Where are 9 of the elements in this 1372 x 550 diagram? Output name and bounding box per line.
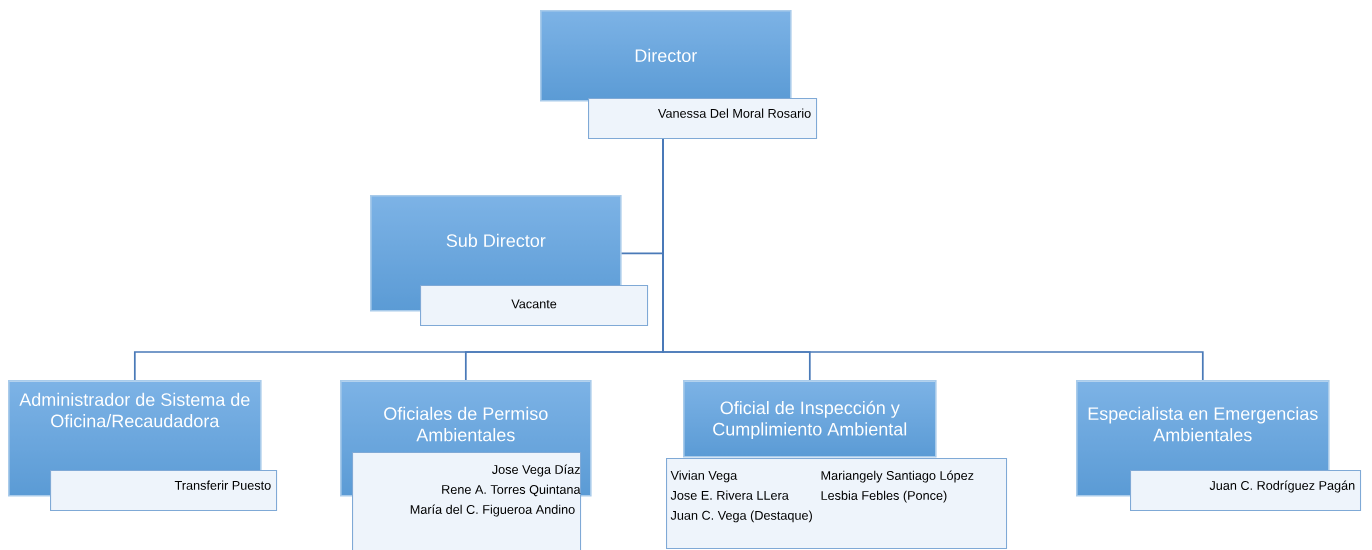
name-box: Vivian Vega Jose E. Rivera LLera Juan C. Vega (Destaque) Mariangely Santiago López Lesbia Febles (Ponce) <box>666 458 1008 550</box>
name-box: Vanessa Del Moral Rosario <box>588 98 818 140</box>
role-box: Oficial de Inspección y Cumplimiento Ambiental <box>683 380 937 458</box>
name-box: Transferir Puesto <box>50 470 278 512</box>
connector-line <box>662 138 1204 381</box>
name-box: Juan C. Rodríguez Pagán <box>1130 470 1362 512</box>
name-box: Jose Vega Díaz Rene A. Torres Quintana María del C. Figueroa Andino <box>352 452 582 550</box>
name-box: Vacante <box>420 285 649 327</box>
role-box: Director <box>540 10 792 102</box>
